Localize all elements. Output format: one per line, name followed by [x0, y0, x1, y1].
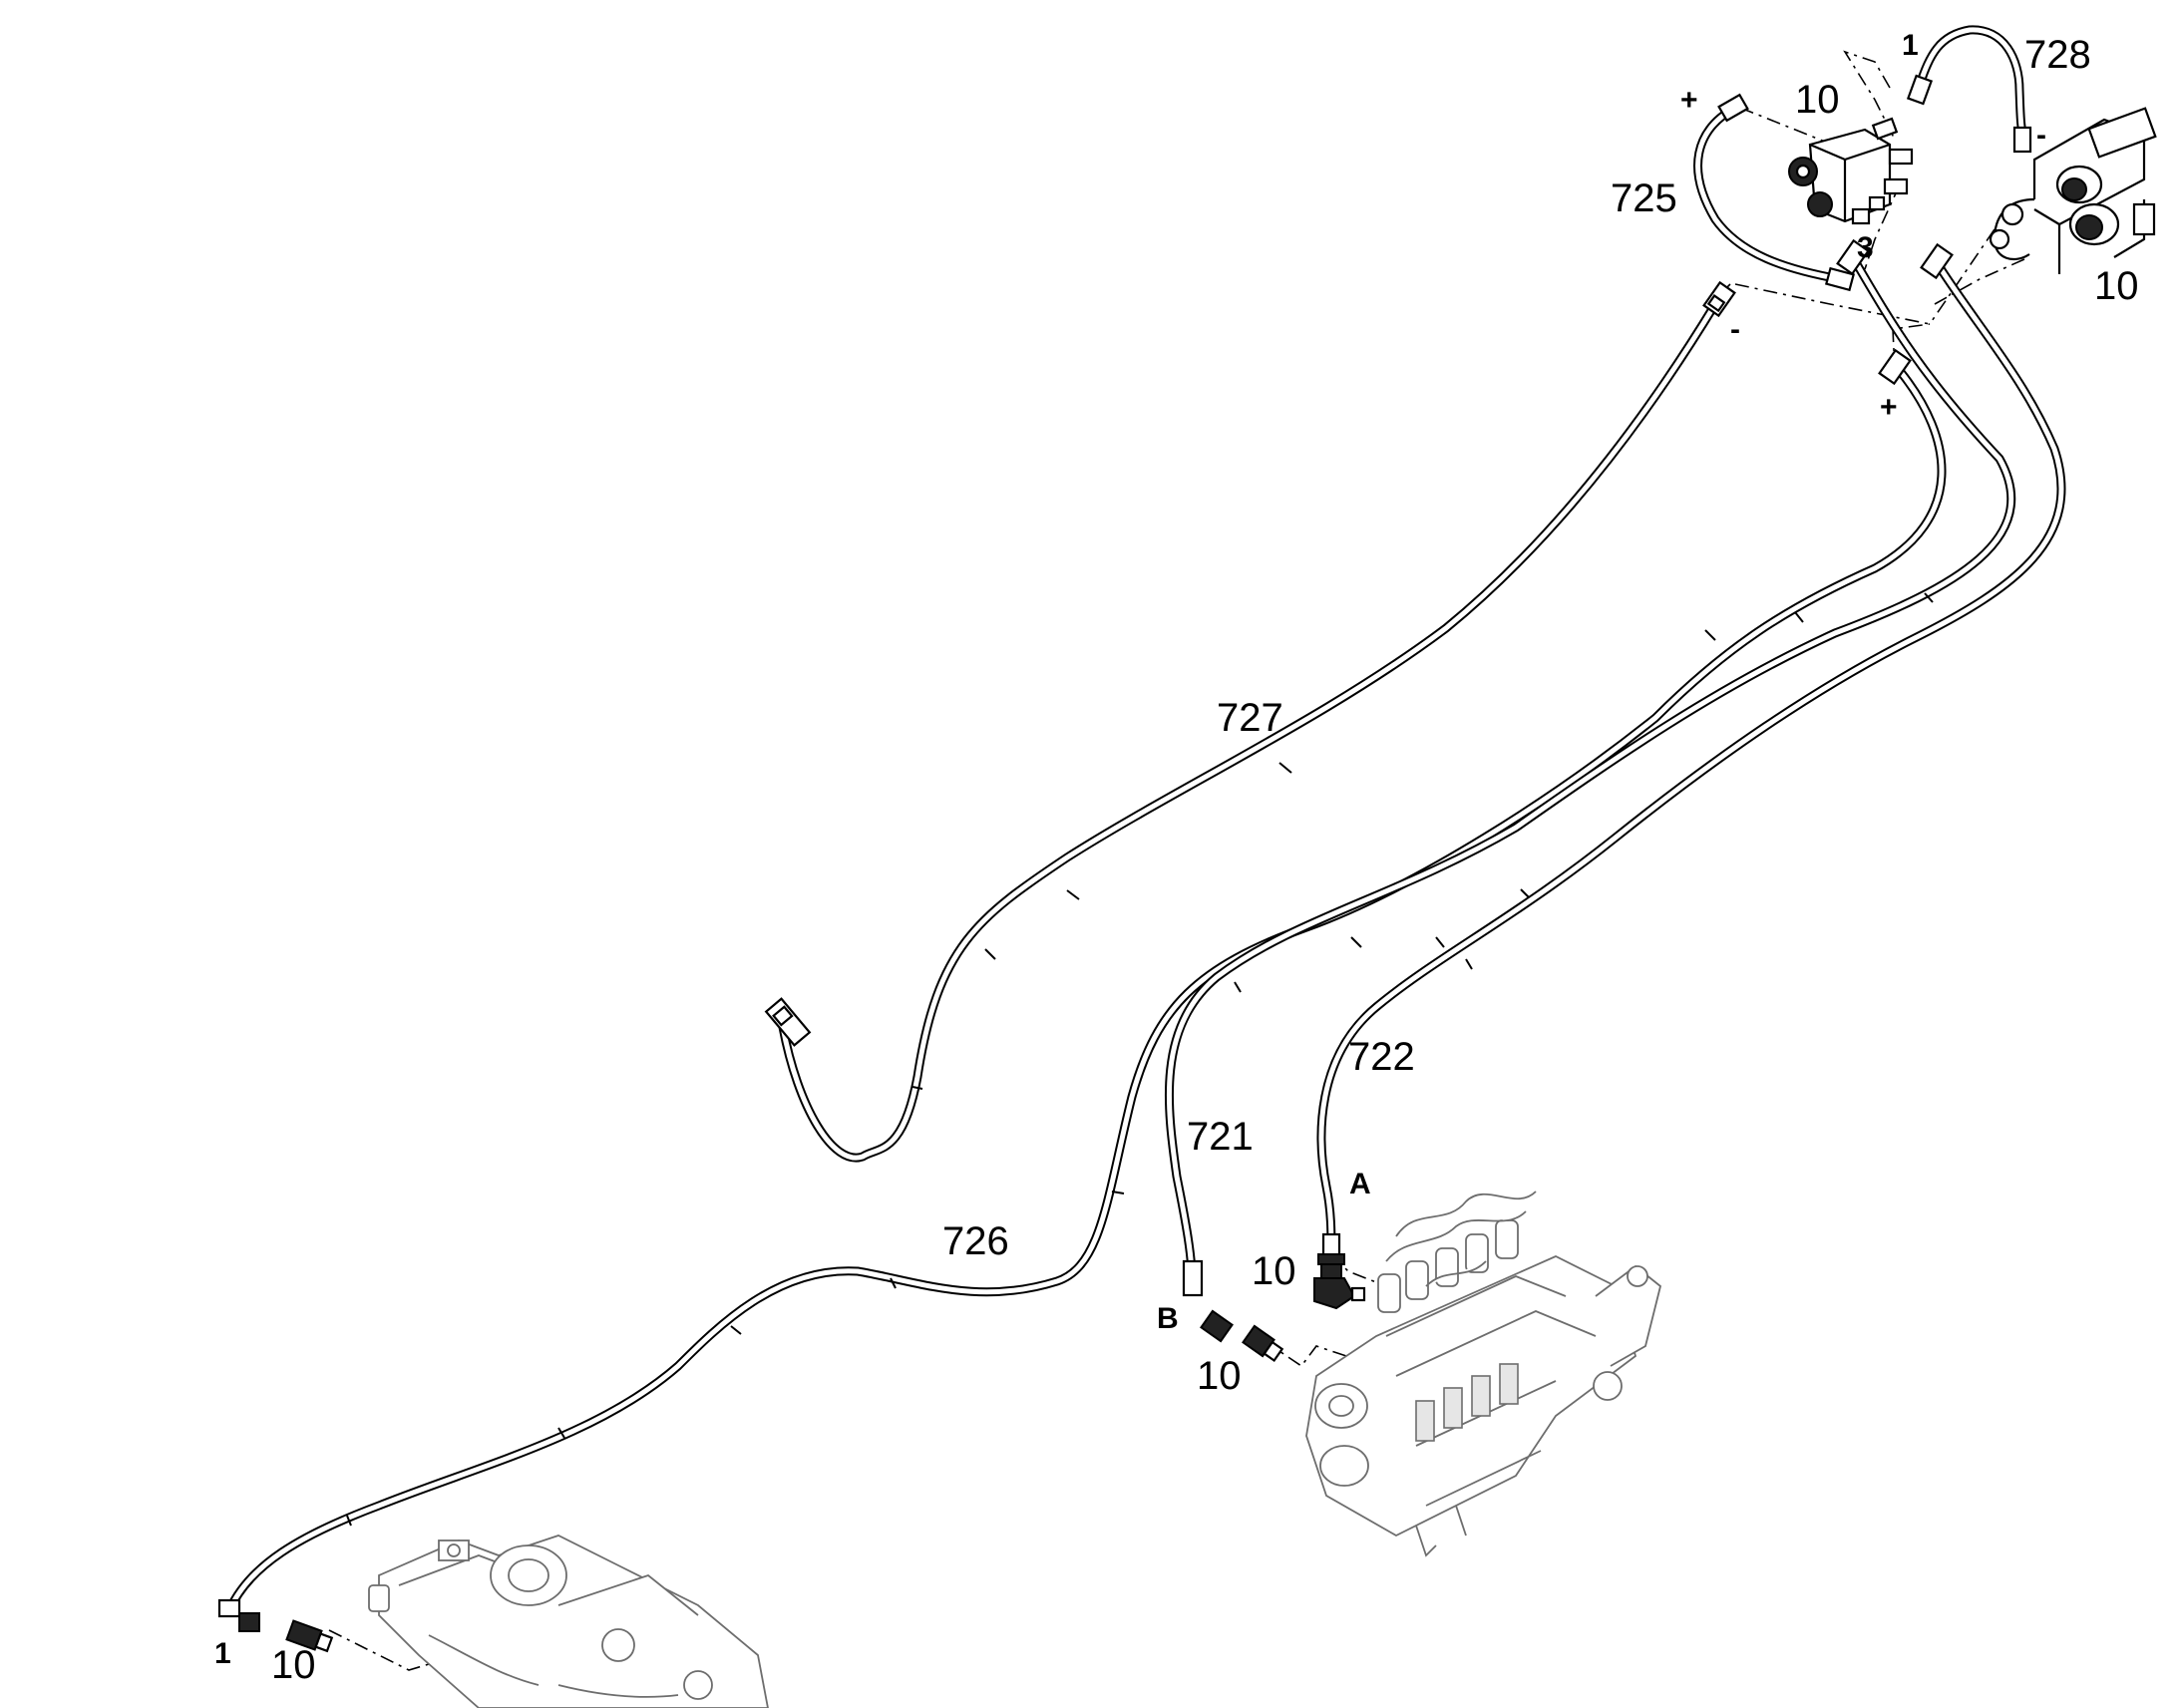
- fitting-721-upper: [1836, 238, 1870, 276]
- label-10-right: 10: [2094, 264, 2139, 308]
- axle-frame-assembly: [368, 1535, 769, 1708]
- hose-726: [224, 366, 1947, 1615]
- label-1-bottom: 1: [214, 1637, 231, 1670]
- hose-end-fittings: [217, 74, 2032, 1653]
- hose-728: [1915, 25, 2029, 145]
- hose-727: [778, 299, 1720, 1163]
- label-10-bottom: 10: [271, 1643, 316, 1687]
- label-10-B: 10: [1197, 1354, 1242, 1398]
- part-labels: 728 1 10 + - 725 3 10 - + 727 722 721 A …: [214, 29, 2139, 1687]
- label-1-top: 1: [1902, 29, 1919, 62]
- leader-right-unit: [1934, 258, 2025, 305]
- leader-B: [1264, 1340, 1377, 1368]
- leader-728-top: [1843, 50, 1896, 141]
- label-3: 3: [1857, 231, 1874, 264]
- fitting-727-upper: [1702, 280, 1736, 318]
- label-722: 722: [1348, 1035, 1415, 1079]
- fitting-727-lower: [764, 997, 812, 1047]
- label-10-top: 10: [1795, 78, 1840, 122]
- hose-722: [1316, 262, 2066, 1261]
- valve-block-top: [1788, 117, 1914, 225]
- adapter-A: [1313, 1277, 1366, 1310]
- label-10-A: 10: [1252, 1249, 1296, 1293]
- hose-725: [1693, 103, 1845, 284]
- fitting-725-right: [1824, 266, 1856, 292]
- label-727: 727: [1217, 696, 1283, 740]
- leader-bottom-left: [328, 1629, 460, 1671]
- valve-unit-right: [1989, 107, 2157, 274]
- label-725: 725: [1611, 176, 1677, 220]
- label-plus-top: +: [1680, 84, 1698, 117]
- fitting-726-lower: [217, 1598, 334, 1653]
- label-B: B: [1157, 1302, 1179, 1335]
- fitting-722-upper: [1920, 242, 1954, 280]
- leader-right-down: [1929, 228, 1996, 325]
- leader-center-cross: [1734, 283, 1931, 325]
- fitting-725-left: [1717, 93, 1749, 123]
- control-valve-assembly: [1305, 1191, 1662, 1557]
- fitting-721-lower: [1182, 1259, 1284, 1363]
- fitting-726-upper: [1878, 348, 1912, 386]
- fitting-728-left: [1906, 74, 1934, 106]
- label-plus-mid: +: [1880, 391, 1898, 424]
- label-minus-727: -: [1730, 313, 1740, 346]
- label-minus-728: -: [2036, 119, 2046, 152]
- hose-721: [1164, 259, 2016, 1281]
- hose-sleeve-marks: [346, 592, 1934, 1527]
- label-728: 728: [2024, 33, 2091, 77]
- fitting-722-lower: [1317, 1232, 1345, 1279]
- leader-valve-block: [1864, 183, 1901, 270]
- fitting-728-right: [2012, 126, 2032, 154]
- label-A: A: [1349, 1168, 1371, 1200]
- label-721: 721: [1187, 1115, 1254, 1159]
- label-726: 726: [942, 1219, 1009, 1263]
